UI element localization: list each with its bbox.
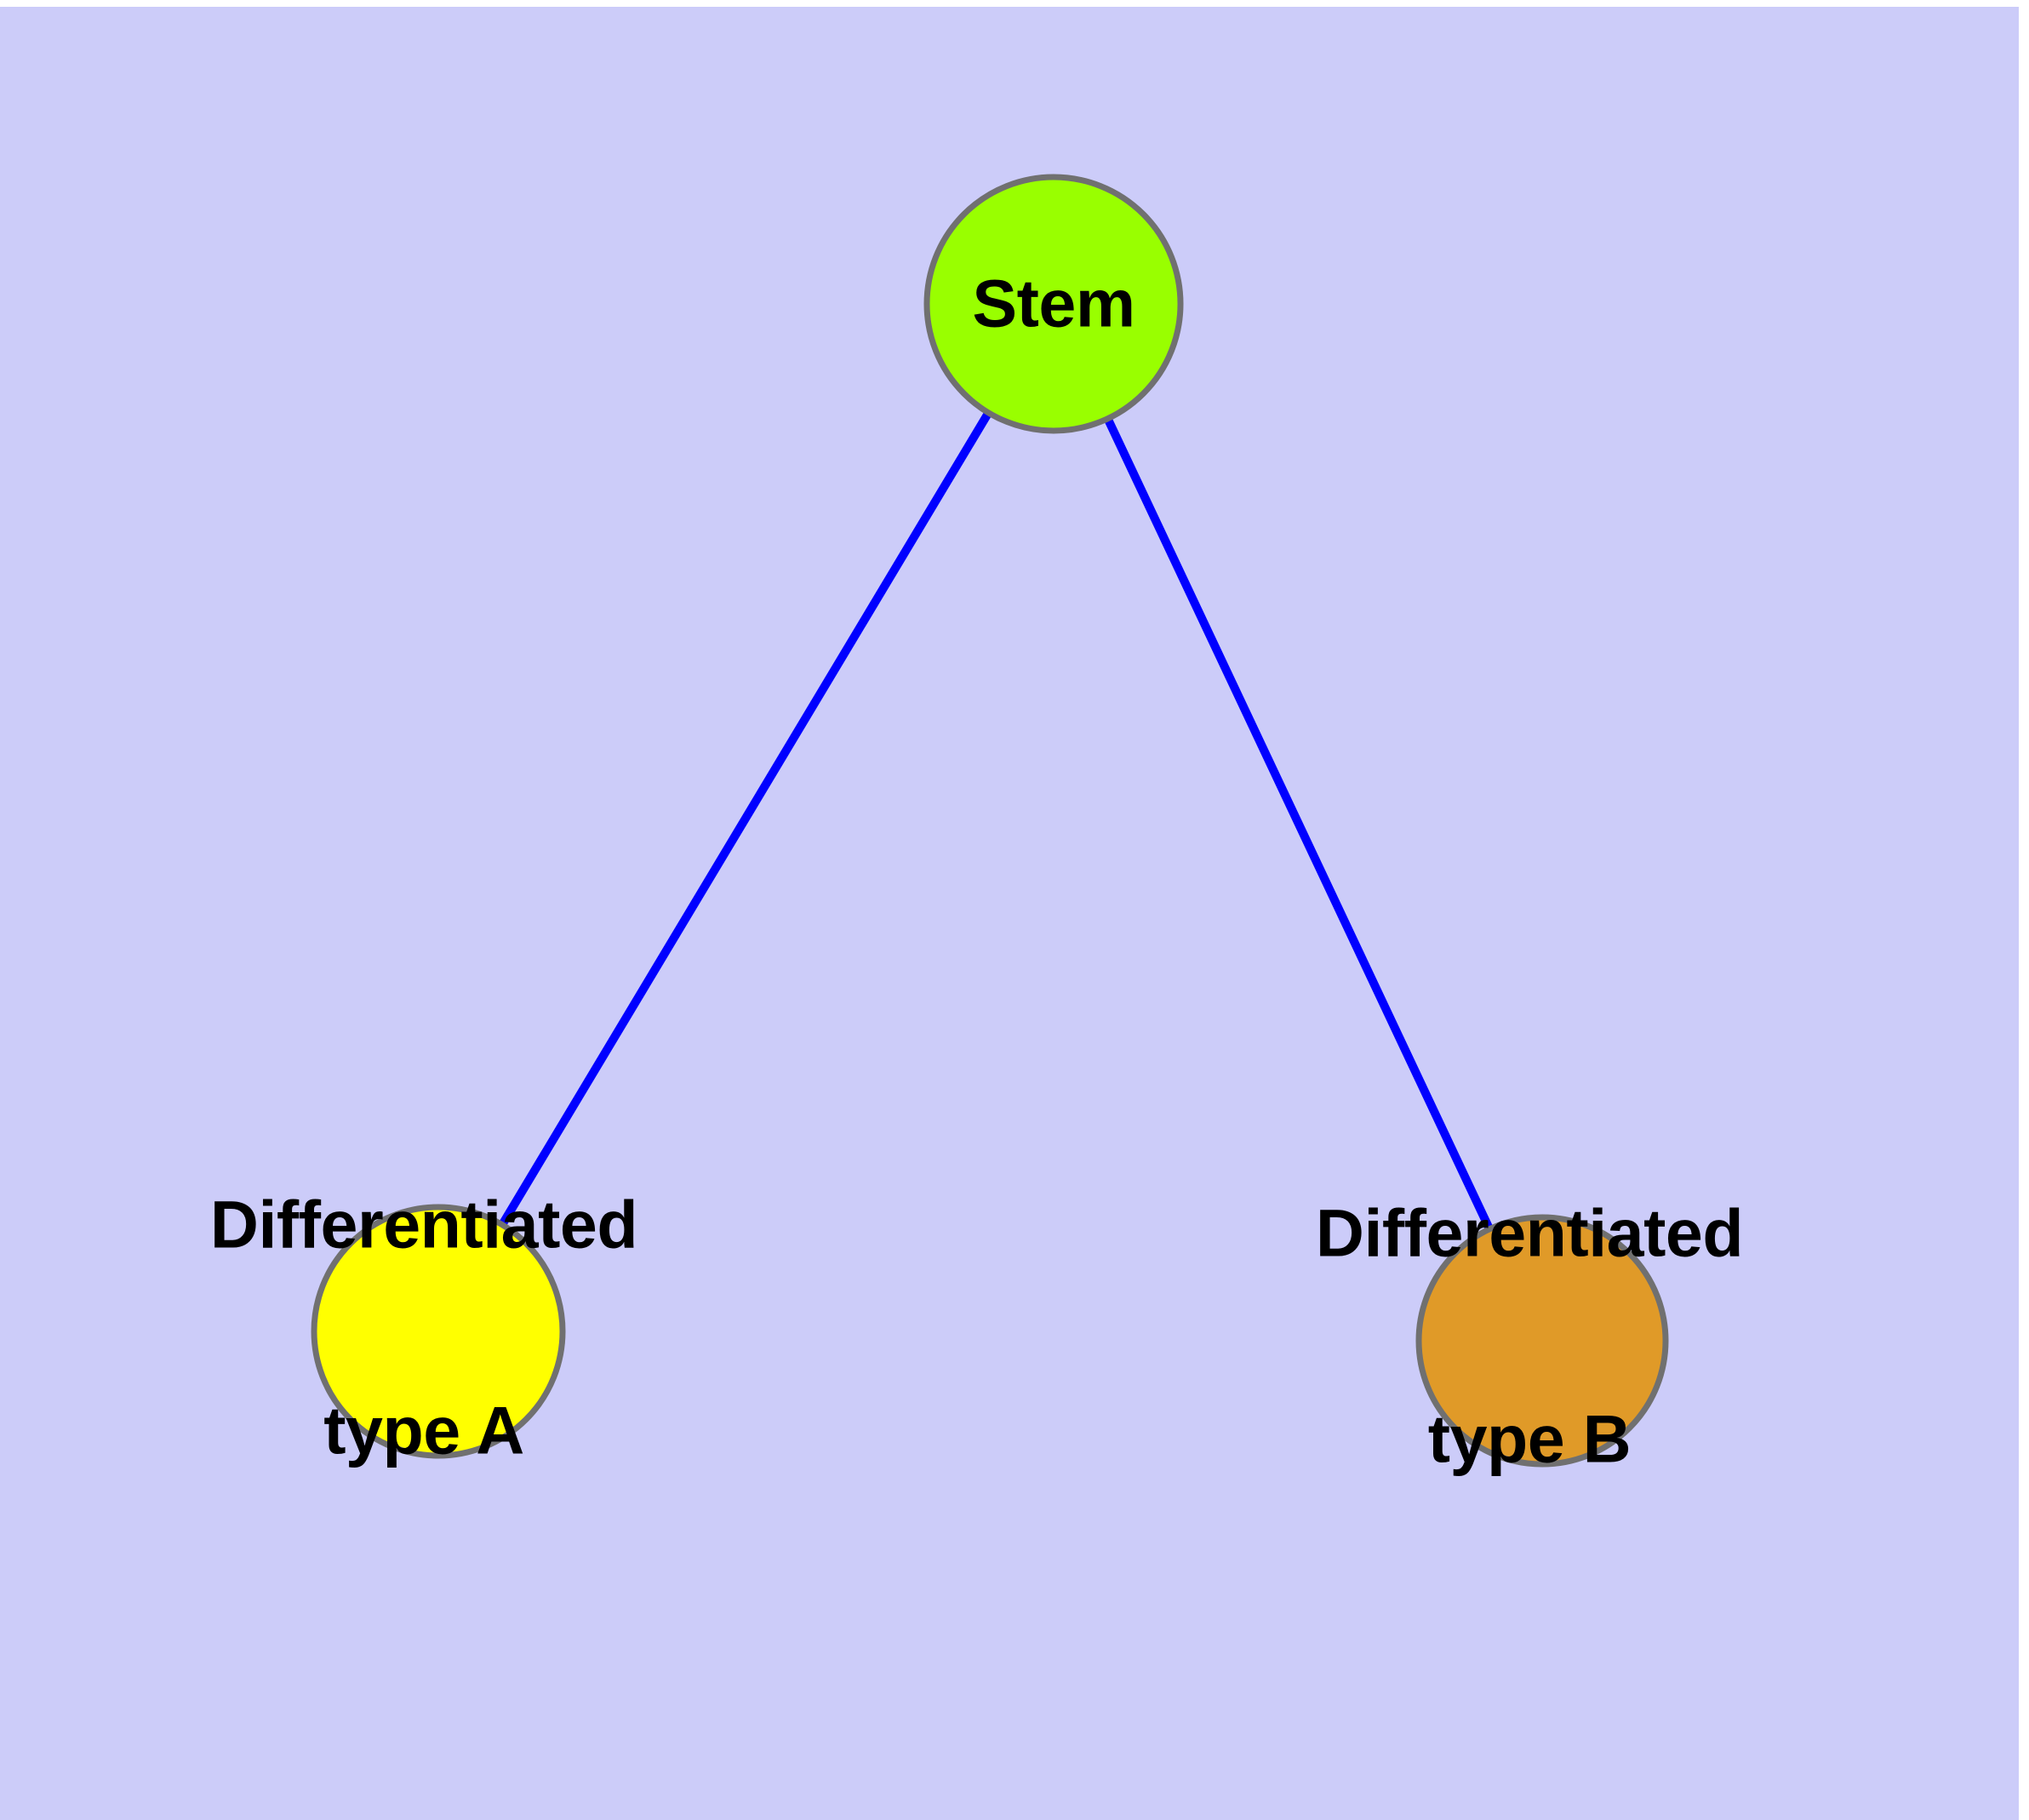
- edge-stem-to-differentiated-type-a: [434, 301, 1058, 1334]
- node-stem[interactable]: [923, 174, 1184, 434]
- edge-stem-to-differentiated-type-b: [1049, 301, 1546, 1343]
- node-layer: [311, 174, 1669, 1468]
- node-differentiated-type-a[interactable]: [311, 1204, 566, 1459]
- node-differentiated-type-b[interactable]: [1415, 1214, 1669, 1468]
- edge-layer: [434, 301, 1546, 1343]
